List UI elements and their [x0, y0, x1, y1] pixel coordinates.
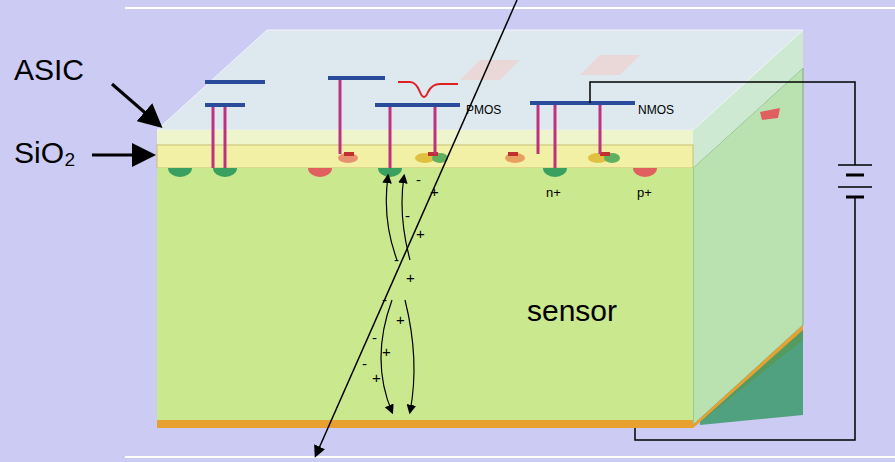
vias: [213, 80, 600, 168]
charge-sign: +: [396, 312, 405, 327]
leader-arrow: [112, 84, 158, 124]
metal-lines: [205, 78, 635, 105]
drift-arrows: [381, 176, 414, 412]
charge-sign: +: [382, 344, 391, 359]
oxide-layer: [157, 145, 693, 168]
signal-pulse: [398, 82, 458, 97]
transistor-label: PMOS: [466, 104, 501, 116]
top-reflection: [580, 55, 640, 75]
part-label: SiO₂: [14, 138, 76, 168]
asic-layer: [157, 130, 693, 145]
sensor-body: [157, 168, 693, 422]
top-face: [157, 30, 803, 130]
frame-line: [125, 456, 895, 458]
frame-line: [125, 7, 895, 9]
charge-sign: -: [394, 252, 399, 267]
charge-sign: +: [372, 370, 381, 385]
implant-label: p+: [637, 186, 652, 199]
leader-arrow: [92, 154, 150, 157]
side-implant: [760, 108, 780, 120]
transistor-label: NMOS: [638, 104, 674, 116]
top-reflection: [460, 60, 520, 80]
implants: [168, 168, 657, 177]
charge-sign: -: [382, 292, 387, 307]
charge-sign: -: [372, 330, 377, 345]
back-electrode: [157, 420, 693, 428]
charge-sign: -: [362, 356, 367, 371]
charge-sign: +: [416, 226, 425, 241]
charge-sign: +: [430, 184, 439, 199]
implant-label: n+: [546, 186, 561, 199]
transistors: [338, 152, 620, 163]
charge-sign: -: [405, 208, 410, 223]
side-electrode: [693, 325, 803, 428]
charge-sign: -: [416, 172, 421, 187]
side-shade: [700, 330, 803, 425]
part-label: sensor: [527, 296, 617, 326]
part-label: ASIC: [14, 55, 84, 85]
particle-track: [316, 0, 517, 455]
charge-sign: +: [406, 270, 415, 285]
bias-circuit: [590, 82, 872, 440]
